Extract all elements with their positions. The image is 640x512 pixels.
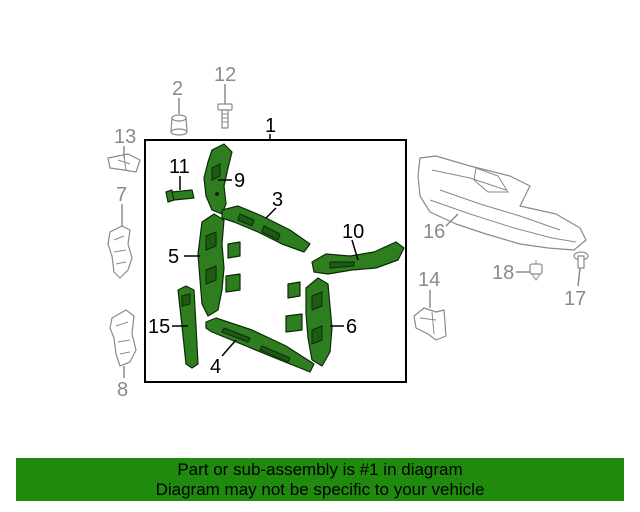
callout-3: 3 <box>272 189 283 211</box>
part-18-clip <box>529 260 543 281</box>
callout-1: 1 <box>265 115 276 137</box>
callout-16: 16 <box>423 221 445 243</box>
leader-3 <box>265 207 277 219</box>
part-3-crossmember <box>221 205 311 253</box>
part-2-clip <box>170 114 188 136</box>
part-8-support <box>109 309 137 367</box>
part-13-bracket <box>107 153 141 173</box>
info-banner: Part or sub-assembly is #1 in diagram Di… <box>16 458 624 501</box>
callout-14: 14 <box>418 269 440 291</box>
part-6-support <box>285 277 333 367</box>
part-11-bolt <box>165 189 195 203</box>
leader-10 <box>351 239 359 261</box>
assembly-box <box>144 139 407 383</box>
leader-16 <box>445 213 459 227</box>
banner-line-1: Part or sub-assembly is #1 in diagram <box>177 460 463 479</box>
callout-11: 11 <box>169 156 190 178</box>
callout-4: 4 <box>210 356 221 378</box>
callout-7: 7 <box>116 184 127 206</box>
leader-17 <box>577 267 581 287</box>
part-16-undercover <box>417 155 587 251</box>
callout-2: 2 <box>172 78 183 100</box>
callout-8: 8 <box>117 379 128 401</box>
callout-12: 12 <box>214 64 236 86</box>
banner-line-2: Diagram may not be specific to your vehi… <box>155 480 485 499</box>
callout-10: 10 <box>342 221 364 243</box>
part-4-crossmember <box>205 317 315 373</box>
callout-15: 15 <box>148 316 170 338</box>
callout-17: 17 <box>564 288 586 310</box>
callout-18: 18 <box>492 262 514 284</box>
part-12-bolt <box>217 103 233 129</box>
callout-6: 6 <box>346 316 357 338</box>
part-7-support <box>107 225 133 279</box>
callout-9: 9 <box>234 170 245 192</box>
part-9-bracket <box>203 143 233 215</box>
leader-4 <box>221 339 237 357</box>
callout-13: 13 <box>114 126 136 148</box>
part-14-bracket <box>413 307 447 341</box>
part-15-support <box>177 285 199 369</box>
part-5-support <box>197 213 241 317</box>
part-17-screw <box>573 251 589 269</box>
callout-5: 5 <box>168 246 179 268</box>
